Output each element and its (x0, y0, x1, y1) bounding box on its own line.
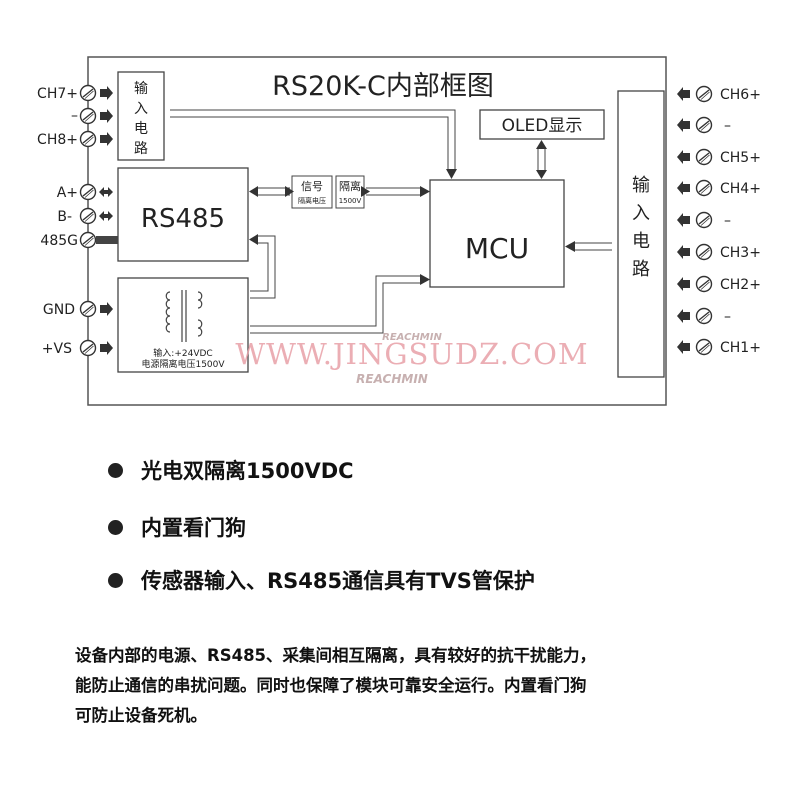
watermark-brand-bottom: REACHMIN (356, 372, 428, 386)
bullet-icon (108, 462, 123, 478)
mcu-label: MCU (465, 232, 529, 265)
module-frame (87, 56, 667, 406)
terminal-label-a: A+ (57, 185, 78, 201)
block-diagram: RS20K-C内部框图 输 入 电 路 输 入 电 路 RS485 输入:+24… (37, 56, 761, 406)
feature-item: 光电双隔离1500VDC (108, 455, 354, 485)
right-input-char: 路 (632, 259, 650, 280)
signal-isolation-box (291, 175, 333, 209)
transformer-icon (165, 290, 203, 342)
bullet-icon (108, 519, 123, 535)
feature-text: 内置看门狗 (141, 516, 246, 540)
terminal-label-ch3: CH3+ (720, 245, 761, 261)
terminal-label-gnd: GND (43, 302, 75, 318)
mcu-block (429, 179, 565, 288)
feature-text: 光电双隔离1500VDC (141, 459, 354, 483)
right-input-char: 入 (632, 203, 650, 224)
watermark-url: WWW.JINGSUDZ.COM (235, 337, 588, 371)
description-line: 可防止设备死机。 (75, 706, 207, 725)
watermark-brand-top: REACHMIN (382, 332, 442, 343)
left-input-char: 输 (134, 81, 148, 97)
connection-arrows (249, 140, 575, 285)
description-paragraph: 设备内部的电源、RS485、采集间相互隔离，具有较好的抗干扰能力， 能防止通信的… (75, 641, 755, 731)
power-isolation-label: 电源隔离电压1500V (141, 358, 225, 370)
isolation-sub-label: 1500V (339, 197, 362, 205)
rs485-block (117, 167, 249, 262)
terminal-label-ch8: CH8+ (37, 132, 78, 148)
oled-label: OLED显示 (502, 116, 583, 136)
feature-text: 传感器输入、RS485通信具有TVS管保护 (141, 569, 535, 593)
right-input-circuit-block (617, 90, 665, 378)
terminal-label-ch6: CH6+ (720, 87, 761, 103)
terminal-label-com: – (71, 108, 78, 124)
left-input-char: 电 (134, 121, 148, 137)
bullet-icon (108, 572, 123, 588)
power-block (117, 277, 249, 373)
terminal-label-vs: +VS (42, 341, 72, 357)
oled-block (479, 109, 605, 140)
terminal-label-b: B- (57, 209, 72, 225)
power-input-label: 输入:+24VDC (153, 347, 212, 359)
terminal-label-ch4: CH4+ (720, 181, 761, 197)
terminal-label-com: – (724, 118, 731, 134)
485g-bar (96, 236, 118, 244)
signal-label: 信号 (301, 180, 323, 193)
terminal-label-com: – (724, 309, 731, 325)
feature-item: 传感器输入、RS485通信具有TVS管保护 (108, 565, 535, 595)
feature-item: 内置看门狗 (108, 512, 246, 542)
terminal-label-ch5: CH5+ (720, 150, 761, 166)
left-input-char: 入 (134, 101, 148, 117)
terminal-label-ch1: CH1+ (720, 340, 761, 356)
left-input-char: 路 (134, 141, 148, 157)
description-line: 能防止通信的串扰问题。同时也保障了模块可靠安全运行。内置看门狗 (75, 676, 587, 695)
terminal-label-com: – (724, 213, 731, 229)
rs485-label: RS485 (141, 204, 225, 234)
diagram-title: RS20K-C内部框图 (272, 71, 494, 102)
terminal-label-ch2: CH2+ (720, 277, 761, 293)
isolation-label: 隔离 (339, 179, 361, 193)
left-input-circuit-block (117, 71, 165, 161)
description-line: 设备内部的电源、RS485、采集间相互隔离，具有较好的抗干扰能力， (75, 646, 597, 665)
right-terminal-screws (695, 85, 713, 356)
left-terminal-arrows (99, 86, 113, 355)
right-input-char: 电 (632, 231, 650, 252)
right-input-char: 输 (632, 175, 650, 196)
terminal-label-ch7: CH7+ (37, 86, 78, 102)
signal-connections (170, 109, 612, 334)
signal-sub-label: 隔离电压 (298, 196, 326, 205)
isolation-box (335, 175, 365, 209)
terminal-label-485g: 485G (40, 233, 78, 249)
right-terminal-arrows (677, 87, 690, 354)
